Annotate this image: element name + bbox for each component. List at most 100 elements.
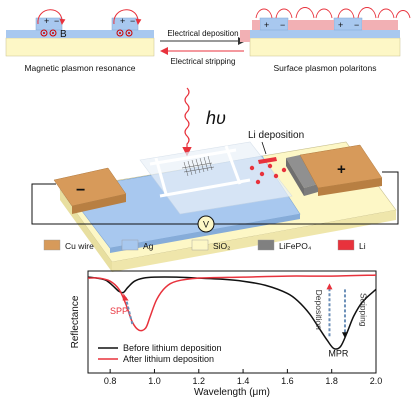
legend-label-2: SiO₂ bbox=[213, 241, 230, 251]
reflectance-chart: 0.8 1.0 1.2 1.4 1.6 1.8 2.0 Reflectance Wavele… bbox=[70, 270, 382, 398]
y-axis-label: Reflectance bbox=[70, 295, 81, 348]
mpr-charge-minus: − bbox=[130, 16, 135, 26]
frame-bar bbox=[159, 178, 251, 198]
circuit-wire-right bbox=[214, 171, 399, 225]
lifepo4-block-front bbox=[304, 184, 318, 196]
metamaterial-frame bbox=[149, 145, 251, 198]
mpr-sio2-layer bbox=[5, 37, 155, 57]
mpr-panel: B + − + − Magnetic plasmon resonance bbox=[5, 9, 155, 73]
grating-line bbox=[199, 157, 205, 173]
x-axis-label: Wavelength (μm) bbox=[194, 387, 270, 398]
spp-wave bbox=[395, 10, 411, 19]
annotation-deposition: Deposition bbox=[314, 290, 324, 330]
annotation-spp: SPP bbox=[110, 306, 128, 316]
positive-terminal-label: + bbox=[337, 161, 346, 178]
x-tick-label: 1.8 bbox=[325, 376, 338, 386]
current-dot-center bbox=[43, 32, 45, 34]
legend-label-0: Cu wire bbox=[65, 241, 94, 251]
chart-annotations: SPP MPR Stripping Deposition bbox=[110, 283, 368, 359]
li-deposition-pointer bbox=[261, 141, 267, 155]
series-line-0 bbox=[87, 276, 377, 350]
switch-arrows: Electrical deposition Electrical strippi… bbox=[160, 29, 246, 66]
li-ion bbox=[259, 171, 265, 177]
electrical-deposition-label: Electrical deposition bbox=[167, 29, 238, 38]
photon-wave-icon bbox=[182, 87, 192, 157]
current-dot-center bbox=[128, 32, 130, 34]
lifepo4-block-side bbox=[286, 158, 304, 196]
li-ion bbox=[267, 163, 273, 169]
frame-bar bbox=[224, 145, 242, 185]
li-ion bbox=[273, 173, 279, 179]
x-tick-label: 1.4 bbox=[237, 376, 250, 386]
x-tick-label: 2.0 bbox=[370, 376, 383, 386]
legend-swatch-4 bbox=[337, 239, 355, 251]
mpr-charge-plus: + bbox=[44, 16, 49, 26]
spp-ag-film bbox=[250, 30, 400, 38]
photon-energy-label: hυ bbox=[206, 108, 226, 128]
mpr-stripping-arrow-head bbox=[341, 332, 348, 339]
mpr-field-loop-2 bbox=[113, 9, 142, 25]
current-dot-icon bbox=[49, 29, 57, 37]
photon: hυ bbox=[182, 87, 226, 157]
li-deposition-label: Li deposition bbox=[248, 130, 304, 141]
li-deposition-bar bbox=[258, 157, 277, 164]
mpr-deposition-arrow-head bbox=[326, 283, 333, 290]
spp-li-edge-left bbox=[240, 30, 250, 42]
legend-label-3: LiFePO₄ bbox=[279, 241, 312, 251]
spp-li-layer-0 bbox=[252, 20, 260, 30]
cu-electrode-left-edge bbox=[72, 194, 126, 214]
current-dot-center bbox=[52, 32, 54, 34]
negative-terminal-label: − bbox=[76, 182, 85, 199]
li-ions bbox=[249, 163, 287, 185]
current-dot-icon bbox=[125, 29, 133, 37]
spp-panel-label: Surface plasmon polaritons bbox=[273, 63, 376, 73]
grating-line bbox=[195, 158, 201, 174]
spp-sio2-layer bbox=[249, 37, 401, 57]
x-tick-label: 1.0 bbox=[148, 376, 161, 386]
spp-wave bbox=[275, 8, 293, 19]
material-legend: Cu wire Ag SiO₂ LiFePO₄ Li bbox=[43, 239, 366, 251]
cu-electrode-right-edge bbox=[318, 178, 382, 196]
grating-line bbox=[183, 161, 189, 177]
circuit-wire-left bbox=[31, 183, 198, 225]
sio2-substrate-front-side bbox=[112, 210, 396, 272]
current-dot-icon bbox=[116, 29, 124, 37]
li-ion bbox=[249, 165, 255, 171]
mpr-field-loop-1 bbox=[37, 9, 66, 25]
annotation-stripping: Stripping bbox=[358, 293, 368, 327]
b-field-label: B bbox=[60, 29, 67, 40]
spp-wave bbox=[315, 8, 333, 19]
voltmeter-icon bbox=[197, 215, 215, 233]
voltmeter-label: V bbox=[203, 220, 209, 230]
mpr-ag-film bbox=[6, 30, 154, 38]
spp-arrow-head bbox=[122, 293, 129, 301]
x-tick-label: 1.6 bbox=[281, 376, 294, 386]
legend-label-1: Ag bbox=[143, 241, 154, 251]
annotation-mpr: MPR bbox=[328, 349, 349, 359]
spp-charge-minus: − bbox=[280, 20, 285, 30]
legend-label-4: Li bbox=[359, 241, 366, 251]
x-tick-label: 1.2 bbox=[193, 376, 206, 386]
current-dot-center bbox=[119, 32, 121, 34]
series-layer bbox=[87, 274, 377, 350]
spp-wave bbox=[377, 8, 395, 19]
spp-shift-arrow bbox=[124, 297, 134, 325]
electrical-stripping-label: Electrical stripping bbox=[171, 57, 236, 66]
legend-swatch-2 bbox=[191, 239, 209, 251]
current-dot-icon bbox=[40, 29, 48, 37]
x-axis-ticks: 0.8 1.0 1.2 1.4 1.6 1.8 2.0 bbox=[104, 369, 382, 386]
legend-series-1: After lithium deposition bbox=[123, 354, 214, 364]
spp-wave bbox=[337, 8, 355, 19]
spp-surface-waves bbox=[255, 7, 411, 19]
spp-li-layer-2 bbox=[362, 20, 398, 30]
li-ion bbox=[255, 179, 261, 185]
spp-wave bbox=[255, 8, 273, 19]
plot-frame bbox=[87, 270, 377, 374]
mpr-panel-label: Magnetic plasmon resonance bbox=[24, 63, 135, 73]
legend-series-0: Before lithium deposition bbox=[123, 343, 222, 353]
x-tick-label: 0.8 bbox=[104, 376, 117, 386]
spp-wave bbox=[357, 7, 377, 19]
mpr-charge-minus: − bbox=[54, 16, 59, 26]
